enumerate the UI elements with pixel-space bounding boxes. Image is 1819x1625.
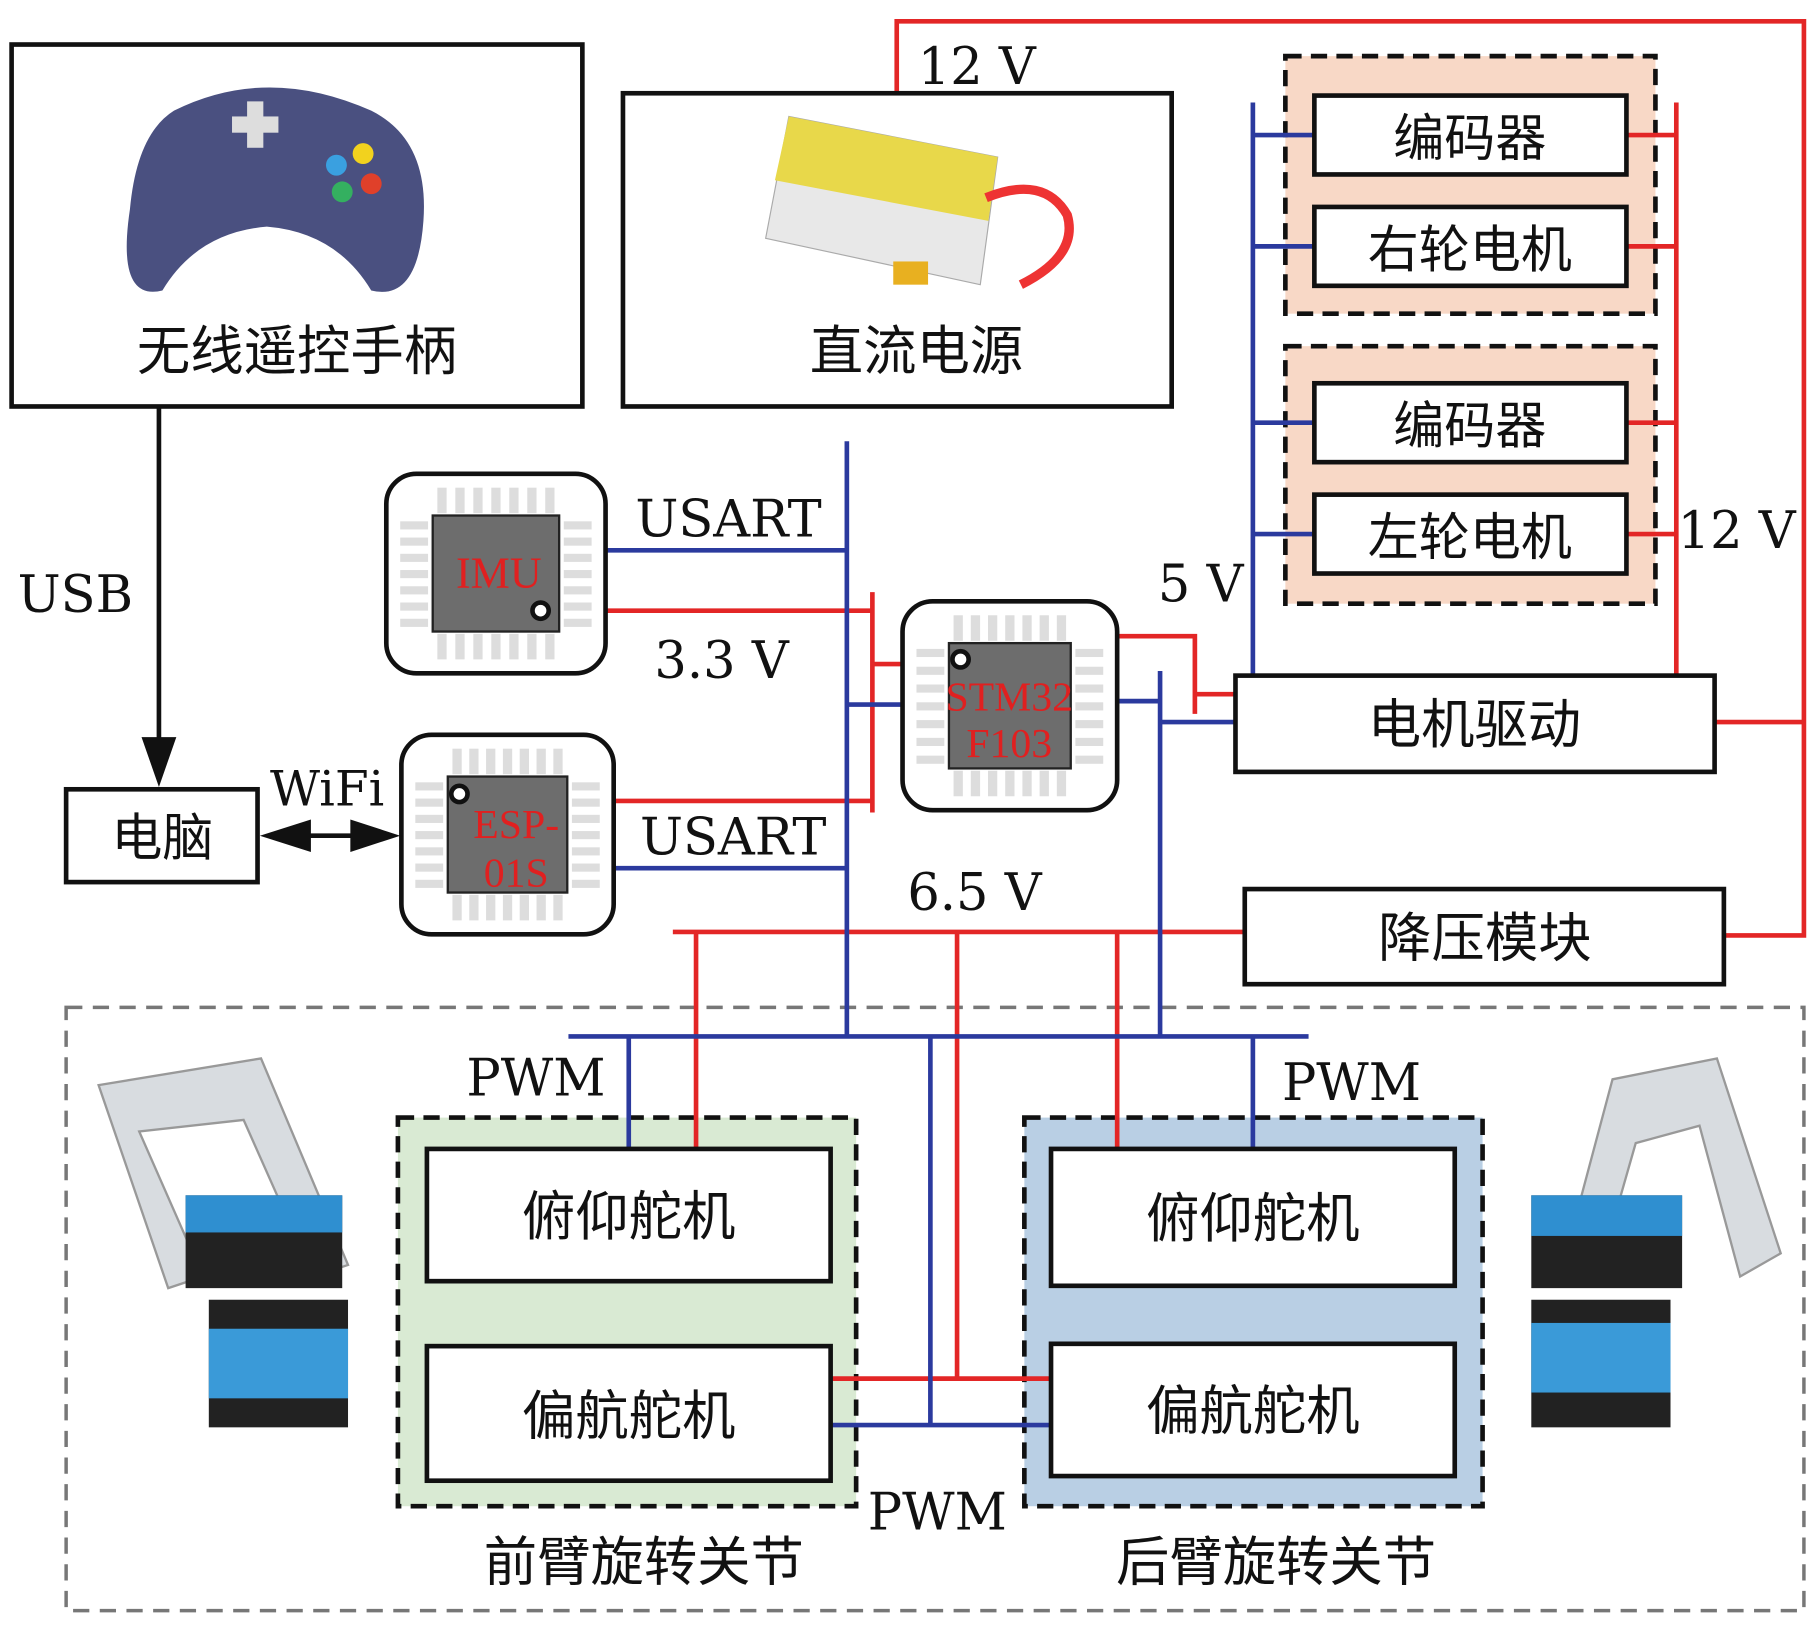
- motor-left-label: 左轮电机: [1368, 509, 1572, 568]
- voltage-12v-right: 12 V: [1678, 502, 1797, 561]
- esp-chip-label-1: ESP-: [473, 802, 559, 848]
- buck-module-label: 降压模块: [1378, 906, 1591, 969]
- gamepad-label: 无线遥控手柄: [137, 319, 457, 382]
- pwm-rear-label: PWM: [1282, 1054, 1421, 1113]
- servo-bracket-image-right: [1531, 1057, 1783, 1428]
- usart-imu-label: USART: [635, 490, 821, 549]
- esp-chip-label-2: 01S: [484, 851, 549, 897]
- usart-esp-label: USART: [640, 808, 826, 867]
- servo-bracket-image-left: [97, 1057, 350, 1428]
- usb-label: USB: [18, 566, 133, 625]
- imu-chip-label: IMU: [456, 548, 542, 597]
- encoder-left-label: 编码器: [1393, 398, 1546, 457]
- front-joint-label: 前臂旋转关节: [484, 1530, 804, 1593]
- pwm-front-label: PWM: [466, 1050, 605, 1109]
- voltage-5v: 5 V: [1158, 555, 1245, 614]
- buck-module-block: [1242, 886, 1727, 987]
- usb-arrow-icon: [141, 737, 177, 787]
- wifi-arrow-right-icon: [350, 819, 401, 852]
- right-wheel-boxes: 编码器 右轮电机: [1312, 93, 1629, 289]
- rear-joint-label: 后臂旋转关节: [1116, 1530, 1436, 1593]
- pc-block: [63, 786, 260, 885]
- imu-chip: [383, 471, 608, 676]
- rear-pitch-label: 俯仰舵机: [1146, 1187, 1359, 1250]
- lipo-battery-image: [764, 115, 1074, 289]
- dc-power-label: 直流电源: [810, 319, 1023, 382]
- front-yaw-label: 偏航舵机: [522, 1384, 735, 1447]
- pc-label: 电脑: [111, 809, 213, 868]
- motor-driver-block: [1233, 673, 1717, 775]
- voltage-12v-top: 12 V: [918, 38, 1037, 97]
- front-pitch-label: 俯仰舵机: [522, 1185, 735, 1248]
- voltage-6v5: 6.5 V: [907, 864, 1042, 923]
- wifi-arrow-left-icon: [259, 819, 311, 852]
- rear-servo-boxes: 俯仰舵机 偏航舵机: [1048, 1146, 1458, 1479]
- stm32-chip-label-2: F103: [966, 721, 1052, 767]
- stm32-chip-label-1: STM32: [945, 674, 1073, 720]
- pwm-bottom-label: PWM: [868, 1483, 1007, 1542]
- wifi-label: WiFi: [270, 762, 384, 818]
- pin1-marker-icon: [950, 648, 971, 670]
- pin1-marker-icon: [448, 783, 470, 805]
- motor-right-label: 右轮电机: [1368, 221, 1572, 280]
- pin1-marker-icon: [530, 600, 552, 622]
- stm32-chip: [900, 599, 1120, 813]
- front-servo-boxes: 俯仰舵机 偏航舵机: [424, 1146, 833, 1484]
- encoder-right-label: 编码器: [1393, 110, 1546, 169]
- power-wires: [605, 19, 1807, 1381]
- chips: [383, 471, 1120, 937]
- esp-chip: [399, 732, 617, 937]
- signal-wires: [568, 102, 1315, 1428]
- rear-yaw-label: 偏航舵机: [1146, 1380, 1359, 1443]
- motor-driver-label: 电机驱动: [1368, 693, 1581, 756]
- servo-area-frame: [64, 1005, 1806, 1613]
- gamepad-icon: [126, 87, 424, 292]
- left-wheel-boxes: 编码器 左轮电机: [1312, 380, 1629, 576]
- voltage-3v3: 3.3 V: [654, 632, 789, 691]
